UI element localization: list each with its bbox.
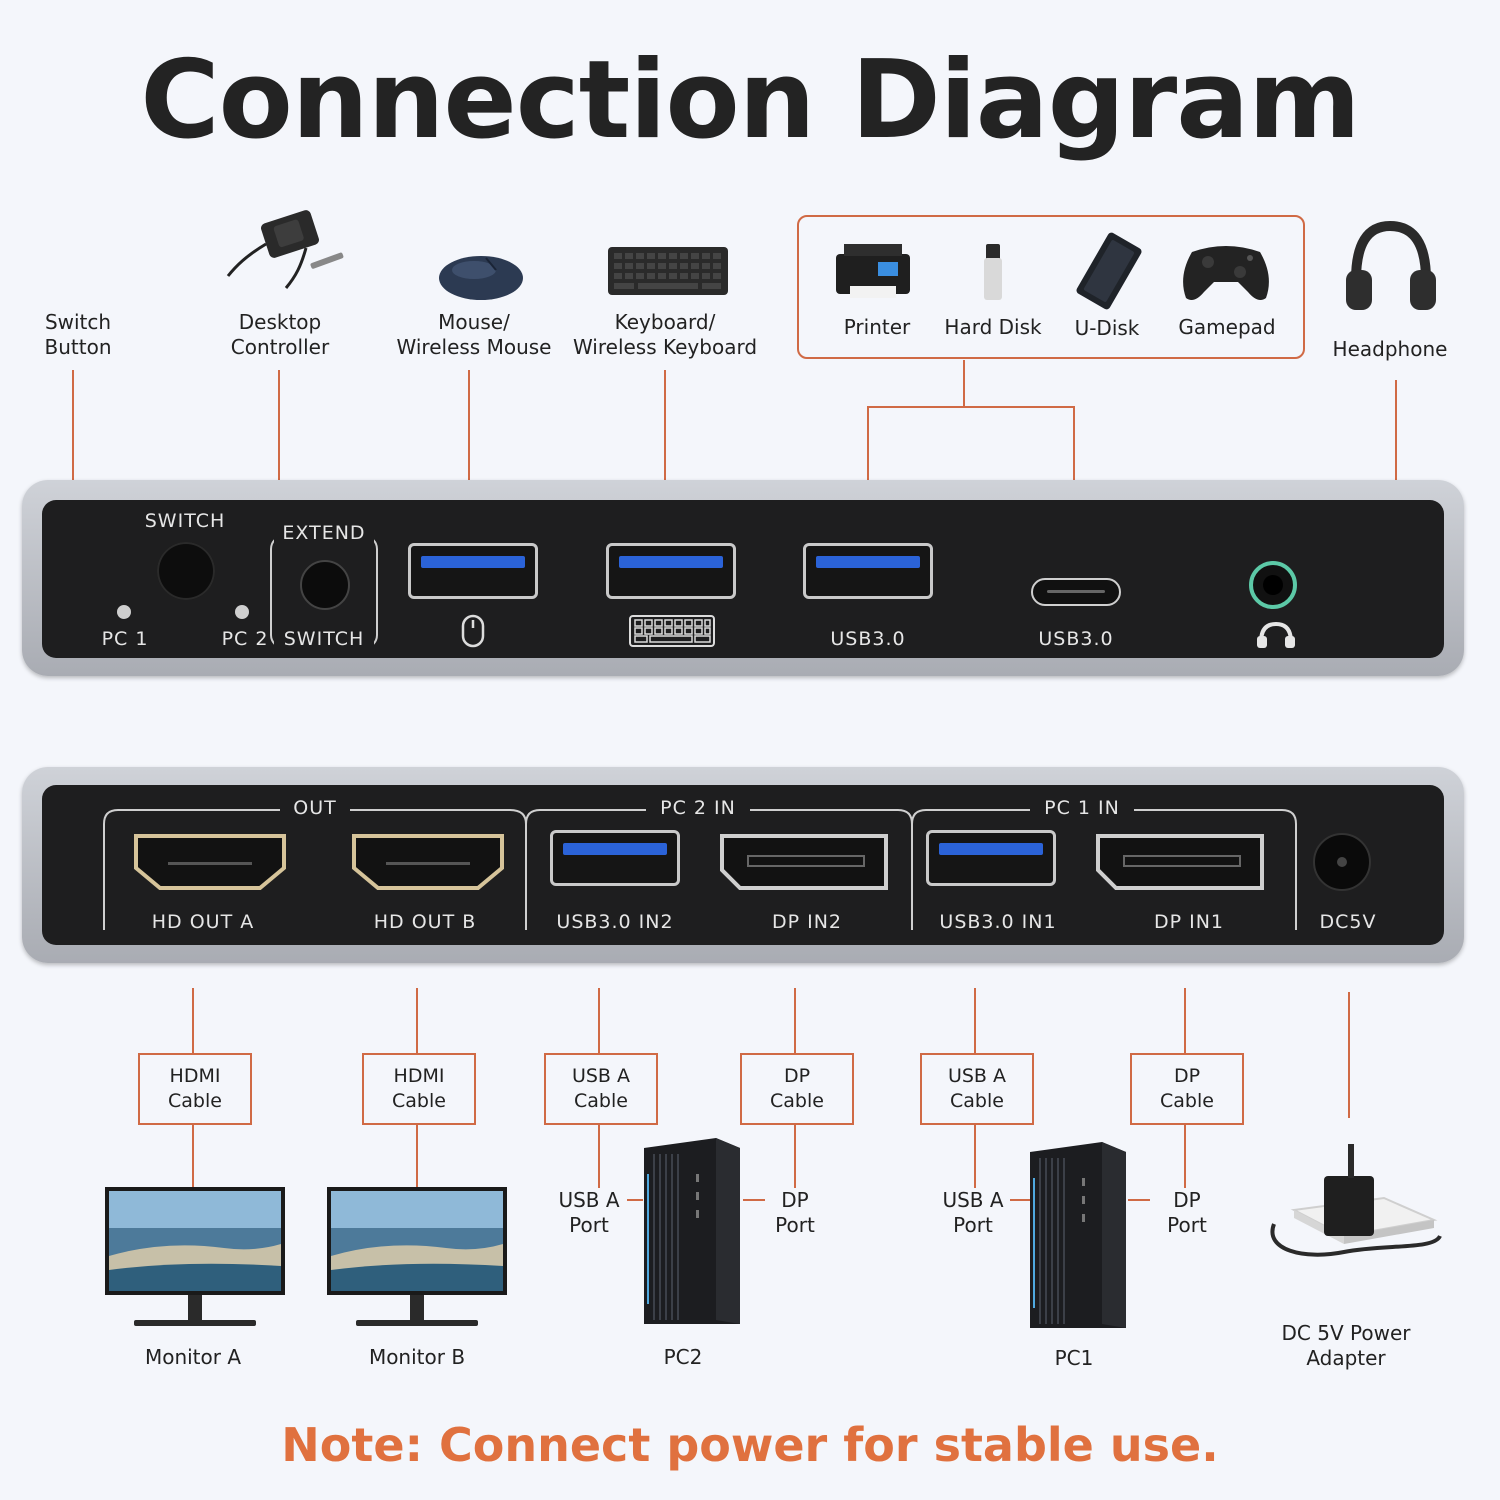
- monitor-a-label: Monitor A: [144, 1345, 242, 1369]
- keyboard-port-icon: [629, 615, 715, 647]
- usb-in1-label: USB3.0 IN1: [939, 911, 1057, 933]
- dp-in1-port[interactable]: [1094, 832, 1266, 892]
- usb30-a-label: USB3.0: [830, 628, 906, 650]
- headphone-port-icon: [1257, 621, 1295, 648]
- pc2-in-label: PC 2 IN: [660, 797, 736, 819]
- hdmi-out-a-port[interactable]: [132, 832, 288, 892]
- gamepad-icon: [1183, 246, 1269, 300]
- page-title: Connection Diagram: [140, 38, 1360, 163]
- switch-label: SWITCH: [144, 510, 226, 532]
- mouse-label: Mouse/ Wireless Mouse: [396, 310, 552, 359]
- monitor-a-icon: [105, 1187, 285, 1326]
- u-disk-label: U-Disk: [1074, 316, 1140, 340]
- pc1-label: PC1: [1054, 1346, 1094, 1370]
- monitor-b-icon: [327, 1187, 507, 1326]
- dp-in1-label: DP IN1: [1153, 911, 1225, 933]
- extend-label: EXTEND: [274, 521, 374, 545]
- pc1-label: PC 1: [101, 628, 149, 650]
- u-disk-icon: [1076, 232, 1142, 310]
- dc5v-port[interactable]: [1313, 833, 1371, 891]
- hd-out-a-label: HD OUT A: [151, 911, 255, 933]
- dp-1-cable-box: DP Cable: [1130, 1053, 1244, 1125]
- dp-port-1-label: DP Port: [1167, 1188, 1207, 1237]
- desktop-controller-label: Desktop Controller: [230, 310, 330, 359]
- hdmi-b-cable-box: HDMI Cable: [362, 1053, 476, 1125]
- pc1-in-label: PC 1 IN: [1044, 797, 1120, 819]
- dp-2-cable-box: DP Cable: [740, 1053, 854, 1125]
- dp-in2-label: DP IN2: [771, 911, 843, 933]
- monitor-b-label: Monitor B: [368, 1345, 466, 1369]
- adapter-label: DC 5V Power Adapter: [1281, 1321, 1411, 1370]
- hdmi-a-cable-box: HDMI Cable: [138, 1053, 252, 1125]
- keyboard-usb-port[interactable]: [606, 543, 736, 599]
- usb-device-group: [797, 215, 1305, 359]
- switch-button-label: Switch Button: [44, 310, 112, 359]
- keyboard-icon: [608, 247, 728, 295]
- printer-icon: [836, 244, 910, 298]
- printer-label: Printer: [843, 315, 911, 339]
- pc1-led: [117, 605, 131, 619]
- usb30-c-port[interactable]: [1031, 578, 1121, 606]
- headphone-icon: [1346, 220, 1436, 310]
- hd-out-b-label: HD OUT B: [373, 911, 477, 933]
- keyboard-label: Keyboard/ Wireless Keyboard: [572, 310, 758, 359]
- power-adapter-icon: [1270, 1144, 1442, 1257]
- pc2-led: [235, 605, 249, 619]
- usb-in2-label: USB3.0 IN2: [556, 911, 674, 933]
- headphone-label: Headphone: [1332, 337, 1448, 361]
- pc1-icon: [1030, 1142, 1126, 1328]
- usb-in1-port[interactable]: [926, 830, 1056, 886]
- dp-port-2-label: DP Port: [775, 1188, 815, 1237]
- gamepad-label: Gamepad: [1178, 315, 1276, 339]
- power-note: Note: Connect power for stable use.: [281, 1418, 1219, 1472]
- switch-button[interactable]: [157, 542, 215, 600]
- mouse-icon: [439, 256, 523, 300]
- mouse-port-icon: [461, 614, 485, 648]
- out-label: OUT: [293, 797, 337, 819]
- pc2-label: PC2: [663, 1345, 703, 1369]
- dp-in2-port[interactable]: [718, 832, 890, 892]
- hdmi-out-b-port[interactable]: [350, 832, 506, 892]
- usb-a-1-cable-box: USB A Cable: [920, 1053, 1034, 1125]
- usb-in2-port[interactable]: [550, 830, 680, 886]
- hard-disk-icon: [984, 244, 1002, 300]
- headphone-jack[interactable]: [1249, 561, 1297, 609]
- extend-switch-jack[interactable]: [300, 560, 350, 610]
- usb30-a-port[interactable]: [803, 543, 933, 599]
- usb30-c-label: USB3.0: [1038, 628, 1114, 650]
- hard-disk-label: Hard Disk: [944, 315, 1042, 339]
- usb-a-port-2-label: USB A Port: [558, 1188, 620, 1237]
- usb-a-2-cable-box: USB A Cable: [544, 1053, 658, 1125]
- mouse-usb-port[interactable]: [408, 543, 538, 599]
- pc2-label: PC 2: [221, 628, 269, 650]
- usb-a-port-1-label: USB A Port: [942, 1188, 1004, 1237]
- extend-switch-label: SWITCH: [274, 627, 374, 651]
- dc5v-label: DC5V: [1319, 911, 1377, 933]
- desktop-controller-icon: [226, 210, 344, 289]
- pc2-icon: [644, 1138, 740, 1324]
